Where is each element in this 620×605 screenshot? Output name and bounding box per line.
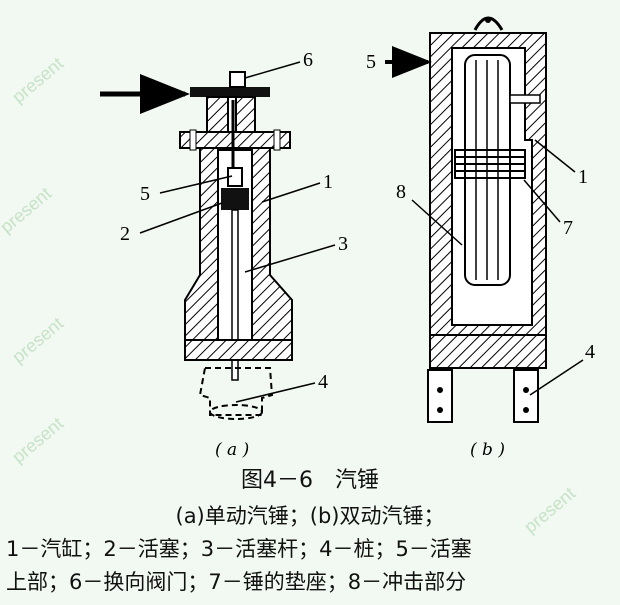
figure-subtitle: (a)单动汽锤；(b)双动汽锤； [175,504,445,528]
double-acting-hammer-drawing [385,16,584,423]
single-acting-hammer-drawing [100,61,336,420]
figure-title: 图4－6 汽锤 [241,468,379,493]
legend-line-2: 上部；6－换向阀门；7－锤的垫座；8－冲击部分 [6,570,467,594]
label-a-6: 6 [303,49,313,71]
label-a-2: 2 [120,223,130,245]
legend-line-1: 1－汽缸；2－活塞；3－活塞杆；4－桩；5－活塞 [6,537,472,561]
label-b-7: 7 [563,217,573,239]
label-b-8: 8 [396,181,406,203]
steam-hammer-figure: 6 5 1 2 3 4 ( a ) [100,16,595,460]
panel-b-sublabel: ( b ) [470,440,505,460]
label-a-1: 1 [323,171,333,193]
label-b-4: 4 [585,341,595,363]
label-a-3: 3 [338,233,348,255]
label-b-1: 1 [578,166,588,188]
label-a-4: 4 [318,371,328,393]
panel-a-sublabel: ( a ) [215,440,249,460]
label-b-5: 5 [366,51,376,73]
label-a-5: 5 [140,183,150,205]
